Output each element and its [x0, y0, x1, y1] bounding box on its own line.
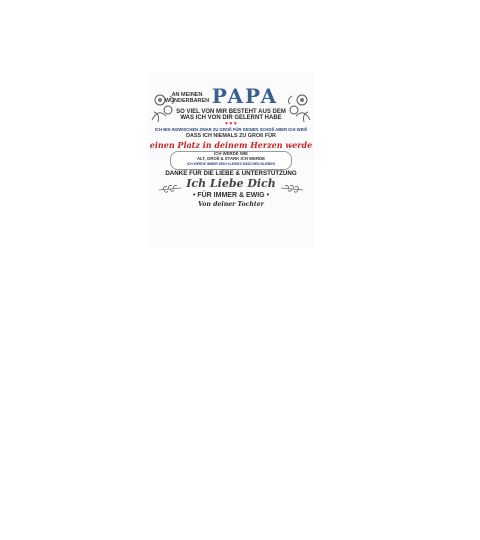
flower-ornament-right-icon: [287, 94, 311, 123]
intro-line-2: WUNDERBAREN: [164, 98, 210, 104]
intro-line-1: AN MEINEN: [171, 92, 203, 98]
banner-line-3: ICH WERDE IMMER DEIN KLEINES MÄDCHEN BLE…: [187, 162, 275, 166]
banner-box: [170, 151, 292, 170]
text-line-2: WAS ICH VON DIR GELERNT HABE: [180, 115, 282, 121]
text-line-4: DASS ICH NIEMALS ZU GROß FÜR: [186, 133, 276, 139]
script-line-red: einen Platz in deinem Herzen werde: [149, 140, 313, 150]
banner-line-1: ICH WERDE WIE: [214, 151, 248, 156]
thanks-line: DANKE FÜR DIE LIEBE & UNTERSTÜTZUNG: [165, 170, 297, 177]
text-line-3: ICH BIN INZWISCHEN ZWAR ZU GROß FÜR DEIN…: [154, 127, 308, 132]
banner-line-2: ALT, GROß & STARK ICH WERDE: [196, 156, 266, 161]
forever-line: • FÜR IMMER & EWIG •: [192, 192, 270, 199]
laurel-right-icon: [280, 185, 304, 193]
papa-title: PAPA: [211, 84, 279, 108]
text-line-1: SO VIEL VON MIR BESTEHT AUS DEM: [176, 109, 286, 115]
hearts-divider: ♥ ♥ ♥: [225, 121, 237, 127]
flower-ornament-left-icon: [151, 94, 175, 123]
love-script: Ich Liebe Dich: [186, 177, 276, 190]
poster-artwork: AN MEINEN WUNDERBAREN PAPA SO VIEL VON M…: [148, 72, 314, 248]
signature-line: Von deiner Tochter: [198, 201, 264, 208]
laurel-left-icon: [158, 185, 182, 193]
